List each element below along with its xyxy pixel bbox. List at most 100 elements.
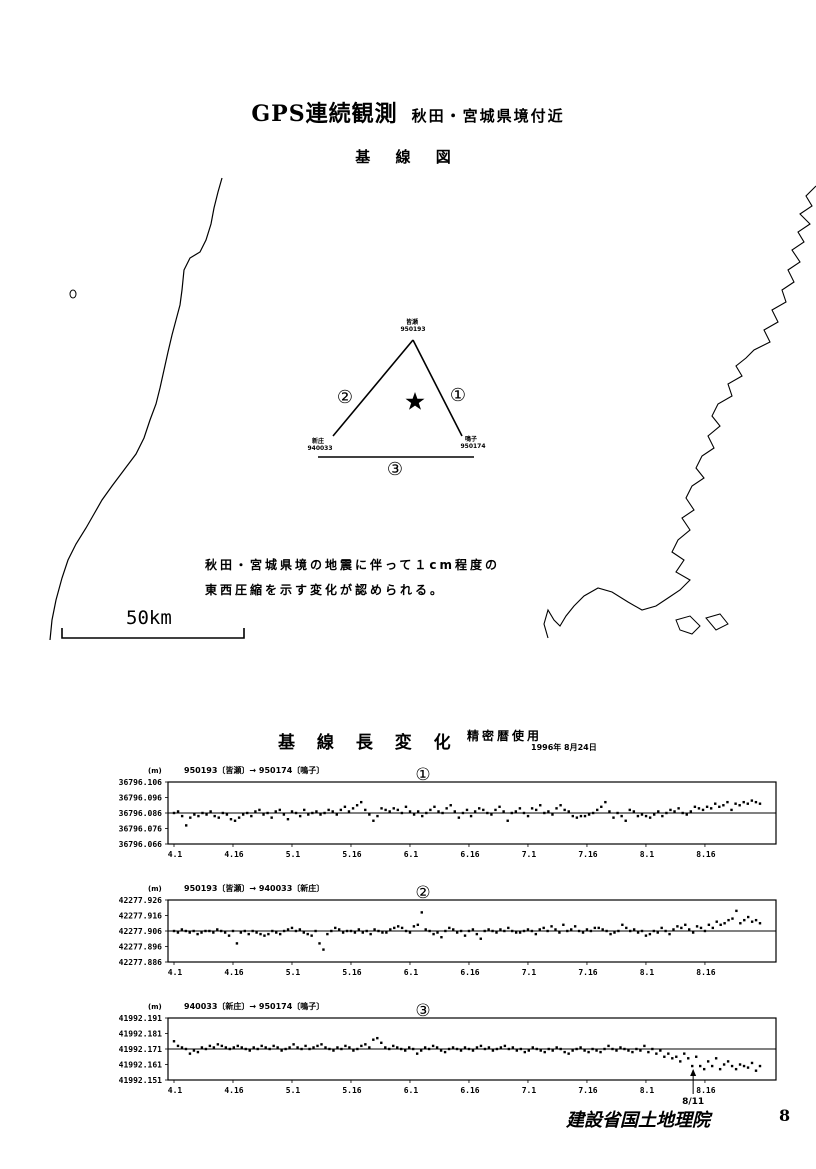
chart-data-point: [389, 928, 392, 931]
chart-xtick-label: 5.1: [286, 850, 301, 859]
chart-data-point: [734, 802, 737, 805]
chart-data-point: [620, 814, 623, 818]
chart-xtick-label: 8.16: [696, 968, 715, 977]
chart-data-point: [221, 811, 225, 815]
chart-data-point: [364, 1043, 367, 1046]
observation-note: 秋田・宮城県境の地震に伴って１cm程度の 東西圧縮を示す変化が認められる。: [205, 553, 500, 603]
page-title: GPS連続観測: [251, 101, 398, 127]
chart-data-point: [216, 1043, 220, 1046]
chart-data-point: [400, 1047, 403, 1051]
note-line: 秋田・宮城県境の地震に伴って１cm程度の: [205, 558, 501, 572]
chart-data-point: [447, 1047, 451, 1051]
chart-data-point: [735, 909, 738, 913]
chart-data-point: [522, 811, 526, 815]
chart-data-point: [723, 922, 726, 925]
chart-data-point: [320, 1043, 323, 1046]
chart-data-point: [542, 926, 545, 930]
chart-data-point: [567, 1052, 570, 1055]
chart-data-point: [404, 929, 408, 933]
chart-data-point: [575, 816, 579, 819]
chart-data-point: [643, 1044, 646, 1048]
chart-data-point: [435, 1046, 439, 1049]
chart-data-point: [200, 1046, 204, 1049]
chart-data-point: [384, 808, 387, 812]
chart-data-point: [432, 932, 435, 936]
chart-data-point: [315, 810, 318, 813]
chart-data-point: [250, 814, 253, 818]
chart-data-point: [282, 813, 286, 816]
chart-data-point: [611, 1047, 614, 1051]
scale-label: 50km: [126, 607, 172, 629]
chart-data-point: [555, 807, 558, 810]
chart-data-point: [538, 928, 541, 931]
chart-data-point: [597, 926, 600, 930]
chart-data-point: [558, 931, 561, 934]
chart-xtick-label: 7.16: [578, 1086, 597, 1095]
chart-data-point: [587, 813, 591, 816]
chart-data-point: [184, 929, 187, 933]
chart-data-point: [526, 814, 530, 818]
chart-data-point: [543, 1050, 546, 1054]
chart-data-point: [272, 1044, 275, 1048]
chart-data-point: [661, 814, 664, 818]
chart-data-point: [316, 1044, 319, 1048]
chart-xtick-label: 8.1: [640, 850, 655, 859]
chart-data-point: [200, 931, 203, 934]
chart-data-point: [555, 1046, 558, 1049]
chart-data-point: [369, 932, 372, 936]
chart-data-point: [268, 1047, 271, 1051]
chart-data-point: [323, 811, 326, 815]
chart-data-point: [739, 922, 742, 925]
chart-data-point: [668, 932, 671, 936]
chart-data-point: [312, 1046, 315, 1049]
chart-data-point: [376, 814, 379, 818]
chart-data-point: [306, 932, 309, 936]
chart-data-point: [684, 923, 687, 926]
chart-data-point: [298, 928, 302, 931]
chart-data-point: [302, 931, 305, 934]
chart-data-point: [619, 1046, 622, 1049]
chart-data-point: [547, 1047, 550, 1051]
chart-data-point: [507, 926, 510, 930]
chart-data-point: [189, 816, 192, 819]
chart-data-point: [437, 810, 440, 813]
footer-organization: 建設省国土地理院: [566, 1110, 710, 1131]
chart-data-point: [457, 816, 461, 819]
chart-data-point: [408, 931, 412, 934]
baseline-chart-2: (m)950193〔皆瀬〕→ 940033〔新庄〕②42277.92642277…: [119, 883, 777, 977]
chart-xtick-label: 7.1: [522, 1086, 537, 1095]
chart-data-point: [310, 934, 313, 937]
chart-data-point: [566, 929, 569, 933]
chart-data-point: [196, 932, 199, 936]
chart-data-point: [404, 805, 408, 808]
chart-data-point: [738, 804, 741, 807]
chart-data-point: [673, 810, 676, 813]
chart-data-point: [563, 1050, 566, 1054]
chart-data-point: [627, 1049, 630, 1052]
chart-data-point: [256, 1047, 259, 1051]
chart-data-point: [479, 1044, 483, 1048]
chart-data-point: [577, 929, 581, 933]
chart-data-point: [294, 811, 298, 815]
annotation-arrow-icon: [690, 1069, 697, 1076]
change-section-title: 基 線 長 変 化: [278, 733, 459, 753]
chart-data-point: [471, 928, 475, 931]
baseline-marker-1: ①: [450, 385, 466, 406]
chart-data-point: [294, 929, 298, 933]
chart-data-point: [225, 813, 229, 816]
ephemeris-label: 精密暦使用: [467, 729, 543, 743]
chart-data-point: [551, 1049, 554, 1052]
chart-data-point: [718, 805, 721, 808]
chart-unit-label: (m): [148, 767, 162, 775]
chart-data-point: [585, 928, 589, 931]
chart-data-point: [522, 929, 526, 933]
chart-data-point: [455, 931, 459, 934]
chart-data-point: [711, 926, 715, 930]
chart-data-point: [596, 808, 599, 812]
chart-data-point: [518, 931, 522, 934]
chart-data-point: [636, 931, 640, 934]
chart-data-point: [623, 1047, 626, 1051]
chart-ytick-label: 41992.171: [119, 1045, 163, 1054]
note-line: 東西圧縮を示す変化が認められる。: [205, 583, 446, 597]
chart-baseline-marker: ①: [415, 765, 430, 785]
